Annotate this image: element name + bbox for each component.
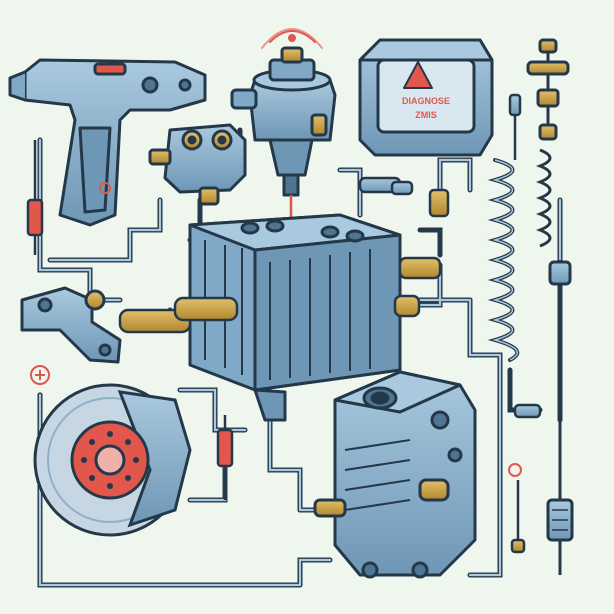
abs-module-icon (313, 370, 477, 579)
pressure-regulator-icon (230, 46, 337, 197)
plus-marker-icon (30, 365, 50, 385)
wheel-speed-sensor-icon (216, 415, 234, 500)
warning-label-line1: DIAGNOSE (402, 96, 450, 106)
sensor-probe-icon (26, 140, 44, 255)
toolbox-warning-icon: DIAGNOSE ZMIS (358, 38, 494, 157)
signal-arcs-icon (261, 28, 323, 49)
mounting-bracket-icon (20, 286, 122, 364)
shock-rod-icon (526, 38, 570, 248)
coil-spring-icon (487, 158, 520, 362)
brake-disc-icon (33, 383, 192, 537)
brass-fitting-icon (118, 188, 450, 334)
diagnostic-scanner-gun-icon (8, 58, 207, 227)
battery-block-icon (188, 213, 402, 422)
hose-clamp-icon (358, 176, 542, 419)
temperature-sensor-icon (508, 93, 526, 554)
coil-spring-inner (492, 159, 519, 361)
threaded-bolt-icon (546, 260, 574, 575)
fuel-pump-icon (148, 123, 247, 206)
warning-label-line2: ZMIS (415, 110, 437, 120)
